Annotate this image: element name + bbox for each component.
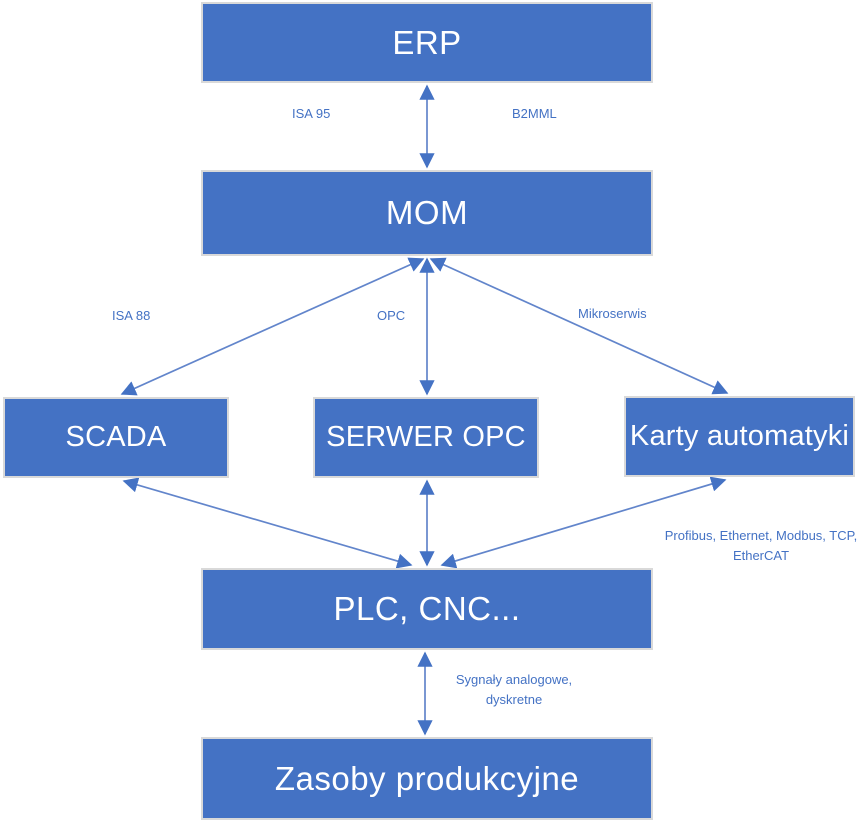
connector-label-mikroserwis: Mikroserwis xyxy=(578,306,647,321)
connector-scada-plc xyxy=(122,477,413,569)
connector-label-isa88: ISA 88 xyxy=(112,308,151,323)
node-scada: SCADA xyxy=(3,397,229,478)
connector-mom-karty xyxy=(429,257,729,395)
node-erp: ERP xyxy=(201,2,653,83)
connector-label-b2mml: B2MML xyxy=(512,106,557,121)
node-mom: MOM xyxy=(201,170,653,256)
node-karty-automatyki: Karty automatyki xyxy=(624,396,855,477)
connector-label-signals: Sygnały analogowe, dyskretne xyxy=(455,672,573,708)
connector-label-isa95: ISA 95 xyxy=(292,106,331,121)
node-serwer-opc: SERWER OPC xyxy=(313,397,539,478)
node-zasoby-produkcyjne: Zasoby produkcyjne xyxy=(201,737,653,820)
node-plc-cnc: PLC, CNC... xyxy=(201,568,653,650)
connector-label-opc: OPC xyxy=(377,308,406,323)
connector-mom-scada xyxy=(120,257,425,396)
connector-label-fieldbus: Profibus, Ethernet, Modbus, TCP, EtherCA… xyxy=(664,528,858,564)
